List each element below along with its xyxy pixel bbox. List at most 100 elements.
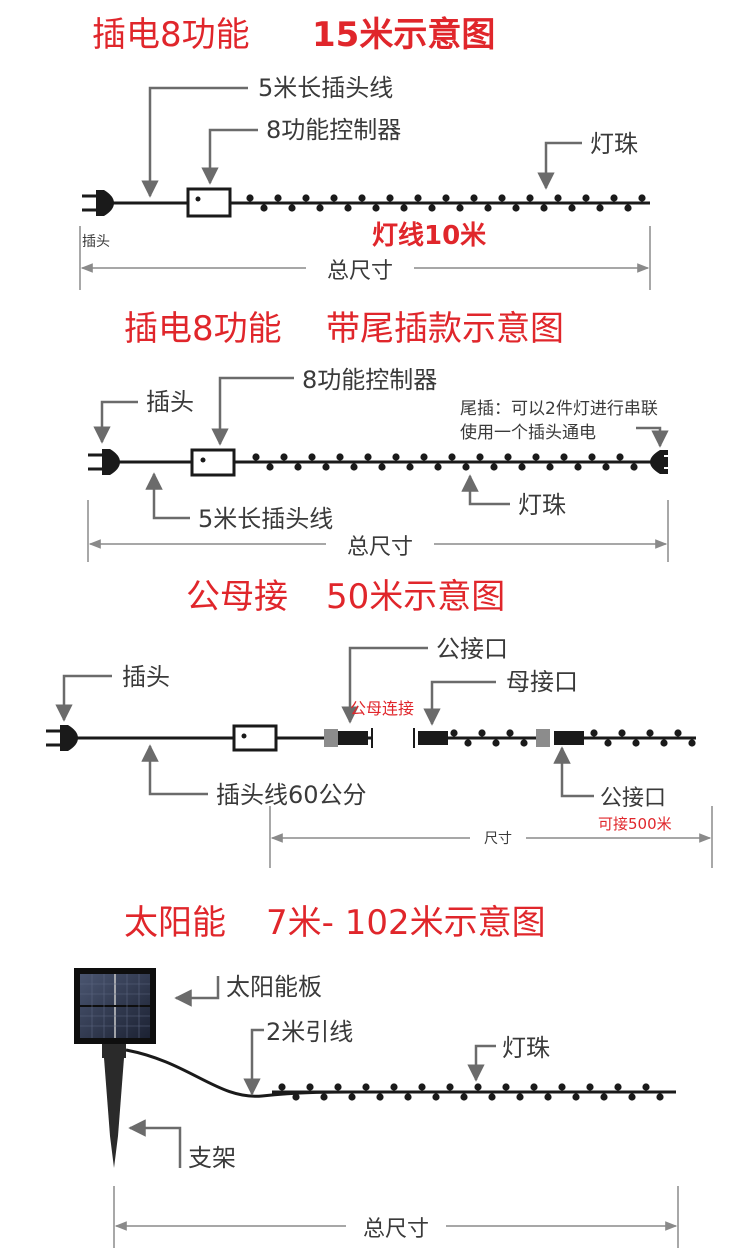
light-beads xyxy=(450,729,696,747)
light-bead xyxy=(656,1093,664,1101)
section-2: 插电8功能 带尾插款示意图 插头 8功能控制器 尾插：可以2件灯进行串联 使用一… xyxy=(87,309,670,562)
light-bead xyxy=(582,194,590,202)
light-bead xyxy=(516,1093,524,1101)
pointer-controller xyxy=(201,128,258,185)
extend-note: 可接500米 xyxy=(598,815,672,833)
light-bead xyxy=(512,204,520,212)
female-connector xyxy=(413,728,448,748)
light-bead xyxy=(462,463,470,471)
section-1: 插电8功能 15米示意图 5米长插头线 8功能控制器 灯珠 插头 灯线10米 xyxy=(79,15,651,290)
light-bead xyxy=(316,204,324,212)
plug-cable-label: 5米长插头线 xyxy=(198,505,333,533)
light-bead xyxy=(260,204,268,212)
light-bead xyxy=(246,194,254,202)
light-bead xyxy=(378,463,386,471)
light-bead xyxy=(292,1093,300,1101)
bead-label: 灯珠 xyxy=(518,491,566,519)
plug-label: 插头 xyxy=(82,234,110,250)
pointer-solar-panel xyxy=(174,976,220,1007)
light-bead xyxy=(376,1093,384,1101)
male-port-label: 公接口 xyxy=(436,635,508,663)
light-bead xyxy=(278,1083,286,1091)
connect-note: 公母连接 xyxy=(350,699,414,718)
light-bead xyxy=(660,739,668,747)
total-size-label: 总尺寸 xyxy=(347,535,413,560)
light-bead xyxy=(590,729,598,737)
light-bead xyxy=(434,463,442,471)
light-length-label: 灯线10米 xyxy=(372,221,486,251)
light-bead xyxy=(506,729,514,737)
light-bead xyxy=(642,1083,650,1091)
light-bead xyxy=(334,1083,342,1091)
pointer-plug xyxy=(55,674,112,722)
light-bead xyxy=(614,1083,622,1091)
light-bead xyxy=(618,729,626,737)
plug-label: 插头 xyxy=(146,388,194,416)
light-bead xyxy=(456,204,464,212)
pointer-plug-cable xyxy=(145,472,190,520)
light-bead xyxy=(288,204,296,212)
light-bead xyxy=(498,194,506,202)
total-size-label: 总尺寸 xyxy=(327,259,393,284)
light-bead xyxy=(448,453,456,461)
section-4-title-main: 太阳能 xyxy=(124,903,226,943)
section-3-title-sub: 50米示意图 xyxy=(326,577,505,617)
light-bead xyxy=(336,453,344,461)
plug-icon xyxy=(82,190,114,216)
light-bead xyxy=(526,194,534,202)
light-bead xyxy=(406,463,414,471)
controller-box xyxy=(186,187,232,218)
light-bead xyxy=(520,739,528,747)
pointer-female-port xyxy=(423,680,496,726)
light-bead xyxy=(414,194,422,202)
solar-panel-icon xyxy=(74,968,156,1044)
light-bead xyxy=(546,463,554,471)
light-bead xyxy=(362,1083,370,1091)
light-bead xyxy=(350,463,358,471)
ground-stake-icon xyxy=(102,1044,126,1168)
light-bead xyxy=(372,204,380,212)
pointer-bead xyxy=(461,474,510,506)
light-bead xyxy=(688,739,696,747)
light-bead xyxy=(294,463,302,471)
light-bead xyxy=(478,729,486,737)
light-bead xyxy=(252,453,260,461)
light-bead xyxy=(392,453,400,461)
light-bead xyxy=(484,204,492,212)
light-bead xyxy=(470,194,478,202)
size-label: 尺寸 xyxy=(484,831,512,847)
pointer-lead-wire xyxy=(243,1028,264,1096)
light-bead xyxy=(460,1093,468,1101)
pointer-stand xyxy=(128,1119,182,1168)
light-bead xyxy=(442,194,450,202)
light-beads xyxy=(252,453,638,471)
light-bead xyxy=(674,729,682,737)
section-2-title-sub: 带尾插款示意图 xyxy=(326,309,564,349)
light-bead xyxy=(574,463,582,471)
section-1-title-main: 插电8功能 xyxy=(92,15,250,55)
plug-icon xyxy=(88,449,120,475)
light-bead xyxy=(348,1093,356,1101)
light-bead xyxy=(568,204,576,212)
light-bead xyxy=(308,453,316,461)
light-beads xyxy=(278,1083,664,1101)
pointer-tail-socket xyxy=(636,426,669,448)
pointer-male-port xyxy=(341,646,428,724)
lead-wire xyxy=(125,1048,351,1098)
light-bead xyxy=(504,453,512,461)
male-port-label-2: 公接口 xyxy=(600,786,666,811)
pointer-plug-cable xyxy=(141,86,248,198)
light-bead xyxy=(344,204,352,212)
light-bead xyxy=(646,729,654,737)
light-bead xyxy=(554,194,562,202)
light-bead xyxy=(490,463,498,471)
light-bead xyxy=(518,463,526,471)
light-bead xyxy=(280,453,288,461)
section-3: 公母接 50米示意图 xyxy=(46,577,713,868)
light-bead xyxy=(386,194,394,202)
light-bead xyxy=(428,204,436,212)
light-bead xyxy=(358,194,366,202)
controller-box xyxy=(232,724,278,752)
